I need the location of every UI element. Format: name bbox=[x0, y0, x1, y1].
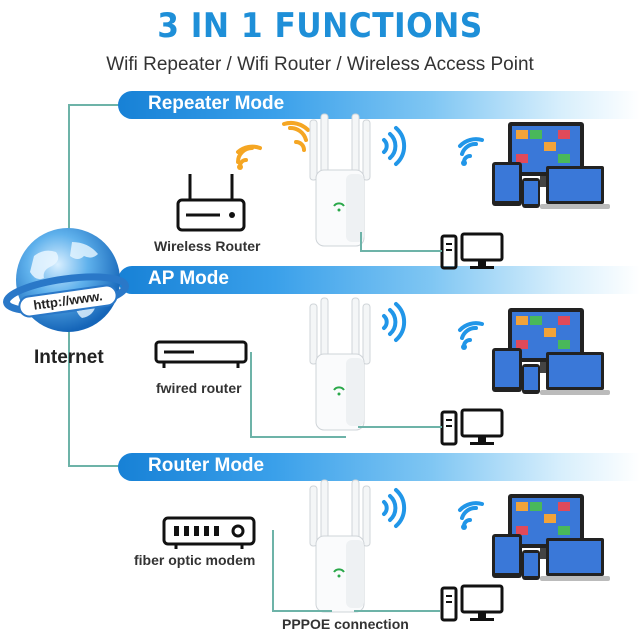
connector-repeater bbox=[68, 104, 120, 106]
repeater-device-icon bbox=[309, 479, 371, 613]
band-label: AP Mode bbox=[148, 268, 229, 289]
device-label-fiber-modem: fiber optic modem bbox=[134, 552, 256, 568]
cable-line bbox=[250, 436, 346, 438]
device-label-pppoe-connection: PPPOE connection bbox=[282, 616, 409, 632]
incoming-wifi-signal-icon bbox=[282, 120, 310, 152]
cable-line bbox=[272, 610, 332, 612]
wireless-router-icon bbox=[176, 174, 246, 232]
band-ap-mode: AP Mode bbox=[118, 266, 640, 294]
cable-line bbox=[360, 232, 362, 252]
page-subtitle: Wifi Repeater / Wifi Router / Wireless A… bbox=[106, 54, 534, 75]
device-label-wireless-router: Wireless Router bbox=[154, 238, 261, 254]
internet-label: Internet bbox=[34, 347, 104, 368]
desktop-pc-icon bbox=[440, 408, 504, 446]
wifi-signal-icon bbox=[382, 302, 407, 342]
cable-line bbox=[358, 426, 442, 428]
cable-line bbox=[272, 530, 274, 612]
desktop-pc-icon bbox=[440, 232, 504, 270]
repeater-device-icon bbox=[309, 297, 371, 431]
page-title: 3 IN 1 FUNCTIONS bbox=[157, 6, 483, 46]
fiber-modem-icon bbox=[162, 516, 256, 549]
repeater-device-icon bbox=[309, 113, 371, 247]
device-label-wired-router: fwired router bbox=[156, 380, 242, 396]
band-router-mode: Router Mode bbox=[118, 453, 640, 481]
cable-line bbox=[250, 352, 252, 436]
connector-router bbox=[68, 465, 120, 467]
wifi-signal-icon bbox=[236, 144, 262, 170]
band-repeater-mode: Repeater Mode bbox=[118, 91, 640, 119]
client-devices-icon bbox=[492, 308, 610, 395]
client-devices-icon bbox=[492, 494, 610, 581]
globe-icon bbox=[3, 228, 129, 332]
cable-line bbox=[354, 610, 440, 612]
wifi-signal-icon bbox=[458, 501, 484, 530]
wifi-signal-icon bbox=[382, 488, 407, 528]
band-label: Router Mode bbox=[148, 455, 265, 476]
wifi-signal-icon bbox=[458, 137, 484, 166]
cable-line bbox=[360, 250, 442, 252]
wired-router-icon bbox=[154, 340, 248, 368]
client-devices-icon bbox=[492, 122, 610, 209]
wifi-signal-icon bbox=[458, 321, 484, 350]
wifi-signal-icon bbox=[382, 126, 407, 166]
band-label: Repeater Mode bbox=[148, 93, 285, 114]
desktop-pc-icon bbox=[440, 584, 504, 622]
